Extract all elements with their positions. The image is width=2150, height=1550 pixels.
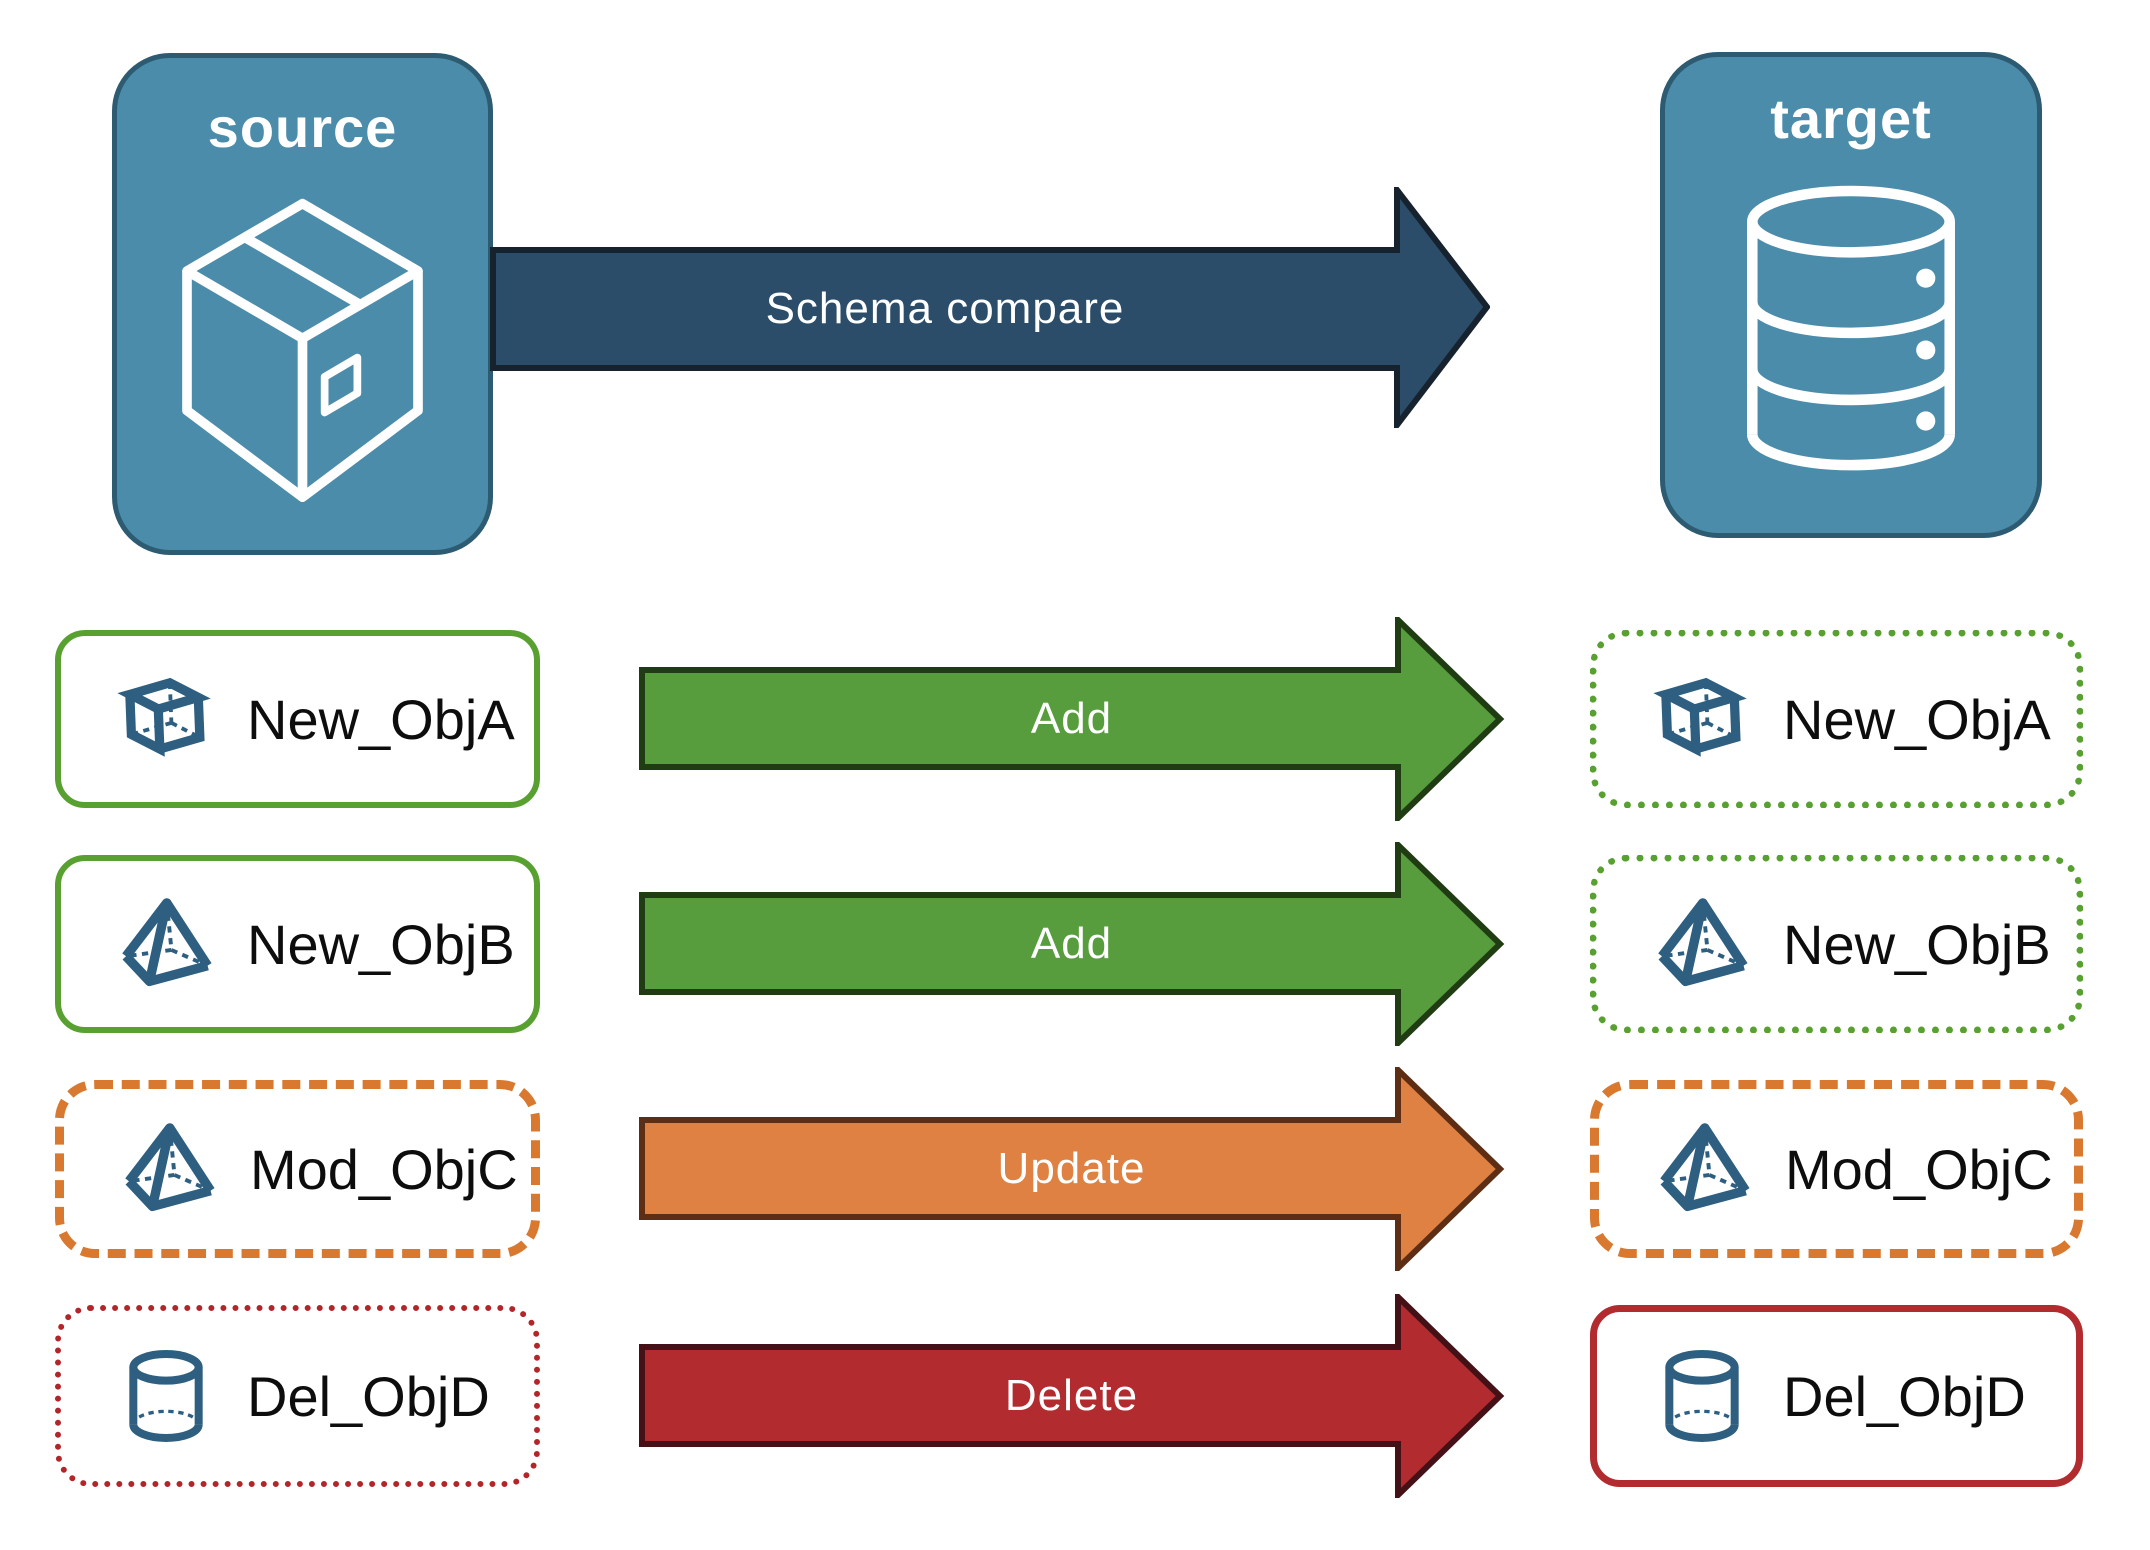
target-box-del-objd: Del_ObjD [1590, 1305, 2083, 1487]
target-panel: target [1660, 52, 2042, 538]
pyramid-icon [115, 892, 217, 997]
object-label: Del_ObjD [1783, 1364, 2026, 1428]
source-panel-title: source [207, 96, 398, 159]
target-box-new-objb: New_ObjB [1590, 855, 2083, 1033]
add-arrow-2-label: Add [1030, 919, 1113, 968]
update-arrow [639, 1067, 1505, 1271]
cube-icon [115, 669, 217, 769]
schema-compare-arrow [490, 187, 1490, 428]
object-label: Mod_ObjC [250, 1137, 518, 1201]
target-box-new-obja: New_ObjA [1590, 630, 2083, 808]
pyramid-icon [118, 1117, 220, 1222]
delete-arrow [639, 1294, 1505, 1498]
package-icon [182, 199, 423, 503]
source-box-del-objd: Del_ObjD [55, 1305, 540, 1487]
object-label: New_ObjA [247, 687, 515, 751]
add-arrow-1 [639, 617, 1505, 821]
object-label: New_ObjB [1783, 912, 2051, 976]
cylinder-icon [115, 1348, 217, 1444]
update-arrow-label: Update [997, 1144, 1146, 1193]
cube-icon [1651, 669, 1753, 769]
source-box-new-obja: New_ObjA [55, 630, 540, 808]
database-icon [1747, 186, 1955, 471]
delete-arrow-label: Delete [1004, 1371, 1139, 1420]
object-label: Del_ObjD [247, 1364, 490, 1428]
schema-compare-arrow-label: Schema compare [765, 284, 1125, 333]
add-arrow-2 [639, 842, 1505, 1046]
pyramid-icon [1651, 892, 1753, 997]
source-box-mod-objc: Mod_ObjC [55, 1080, 540, 1258]
source-box-new-objb: New_ObjB [55, 855, 540, 1033]
add-arrow-1-label: Add [1030, 694, 1113, 743]
object-label: New_ObjA [1783, 687, 2051, 751]
target-box-mod-objc: Mod_ObjC [1590, 1080, 2083, 1258]
object-label: New_ObjB [247, 912, 515, 976]
cylinder-icon [1651, 1348, 1753, 1444]
pyramid-icon [1653, 1117, 1755, 1222]
source-panel: source [112, 53, 493, 555]
target-panel-title: target [1770, 87, 1932, 150]
object-label: Mod_ObjC [1785, 1137, 2053, 1201]
